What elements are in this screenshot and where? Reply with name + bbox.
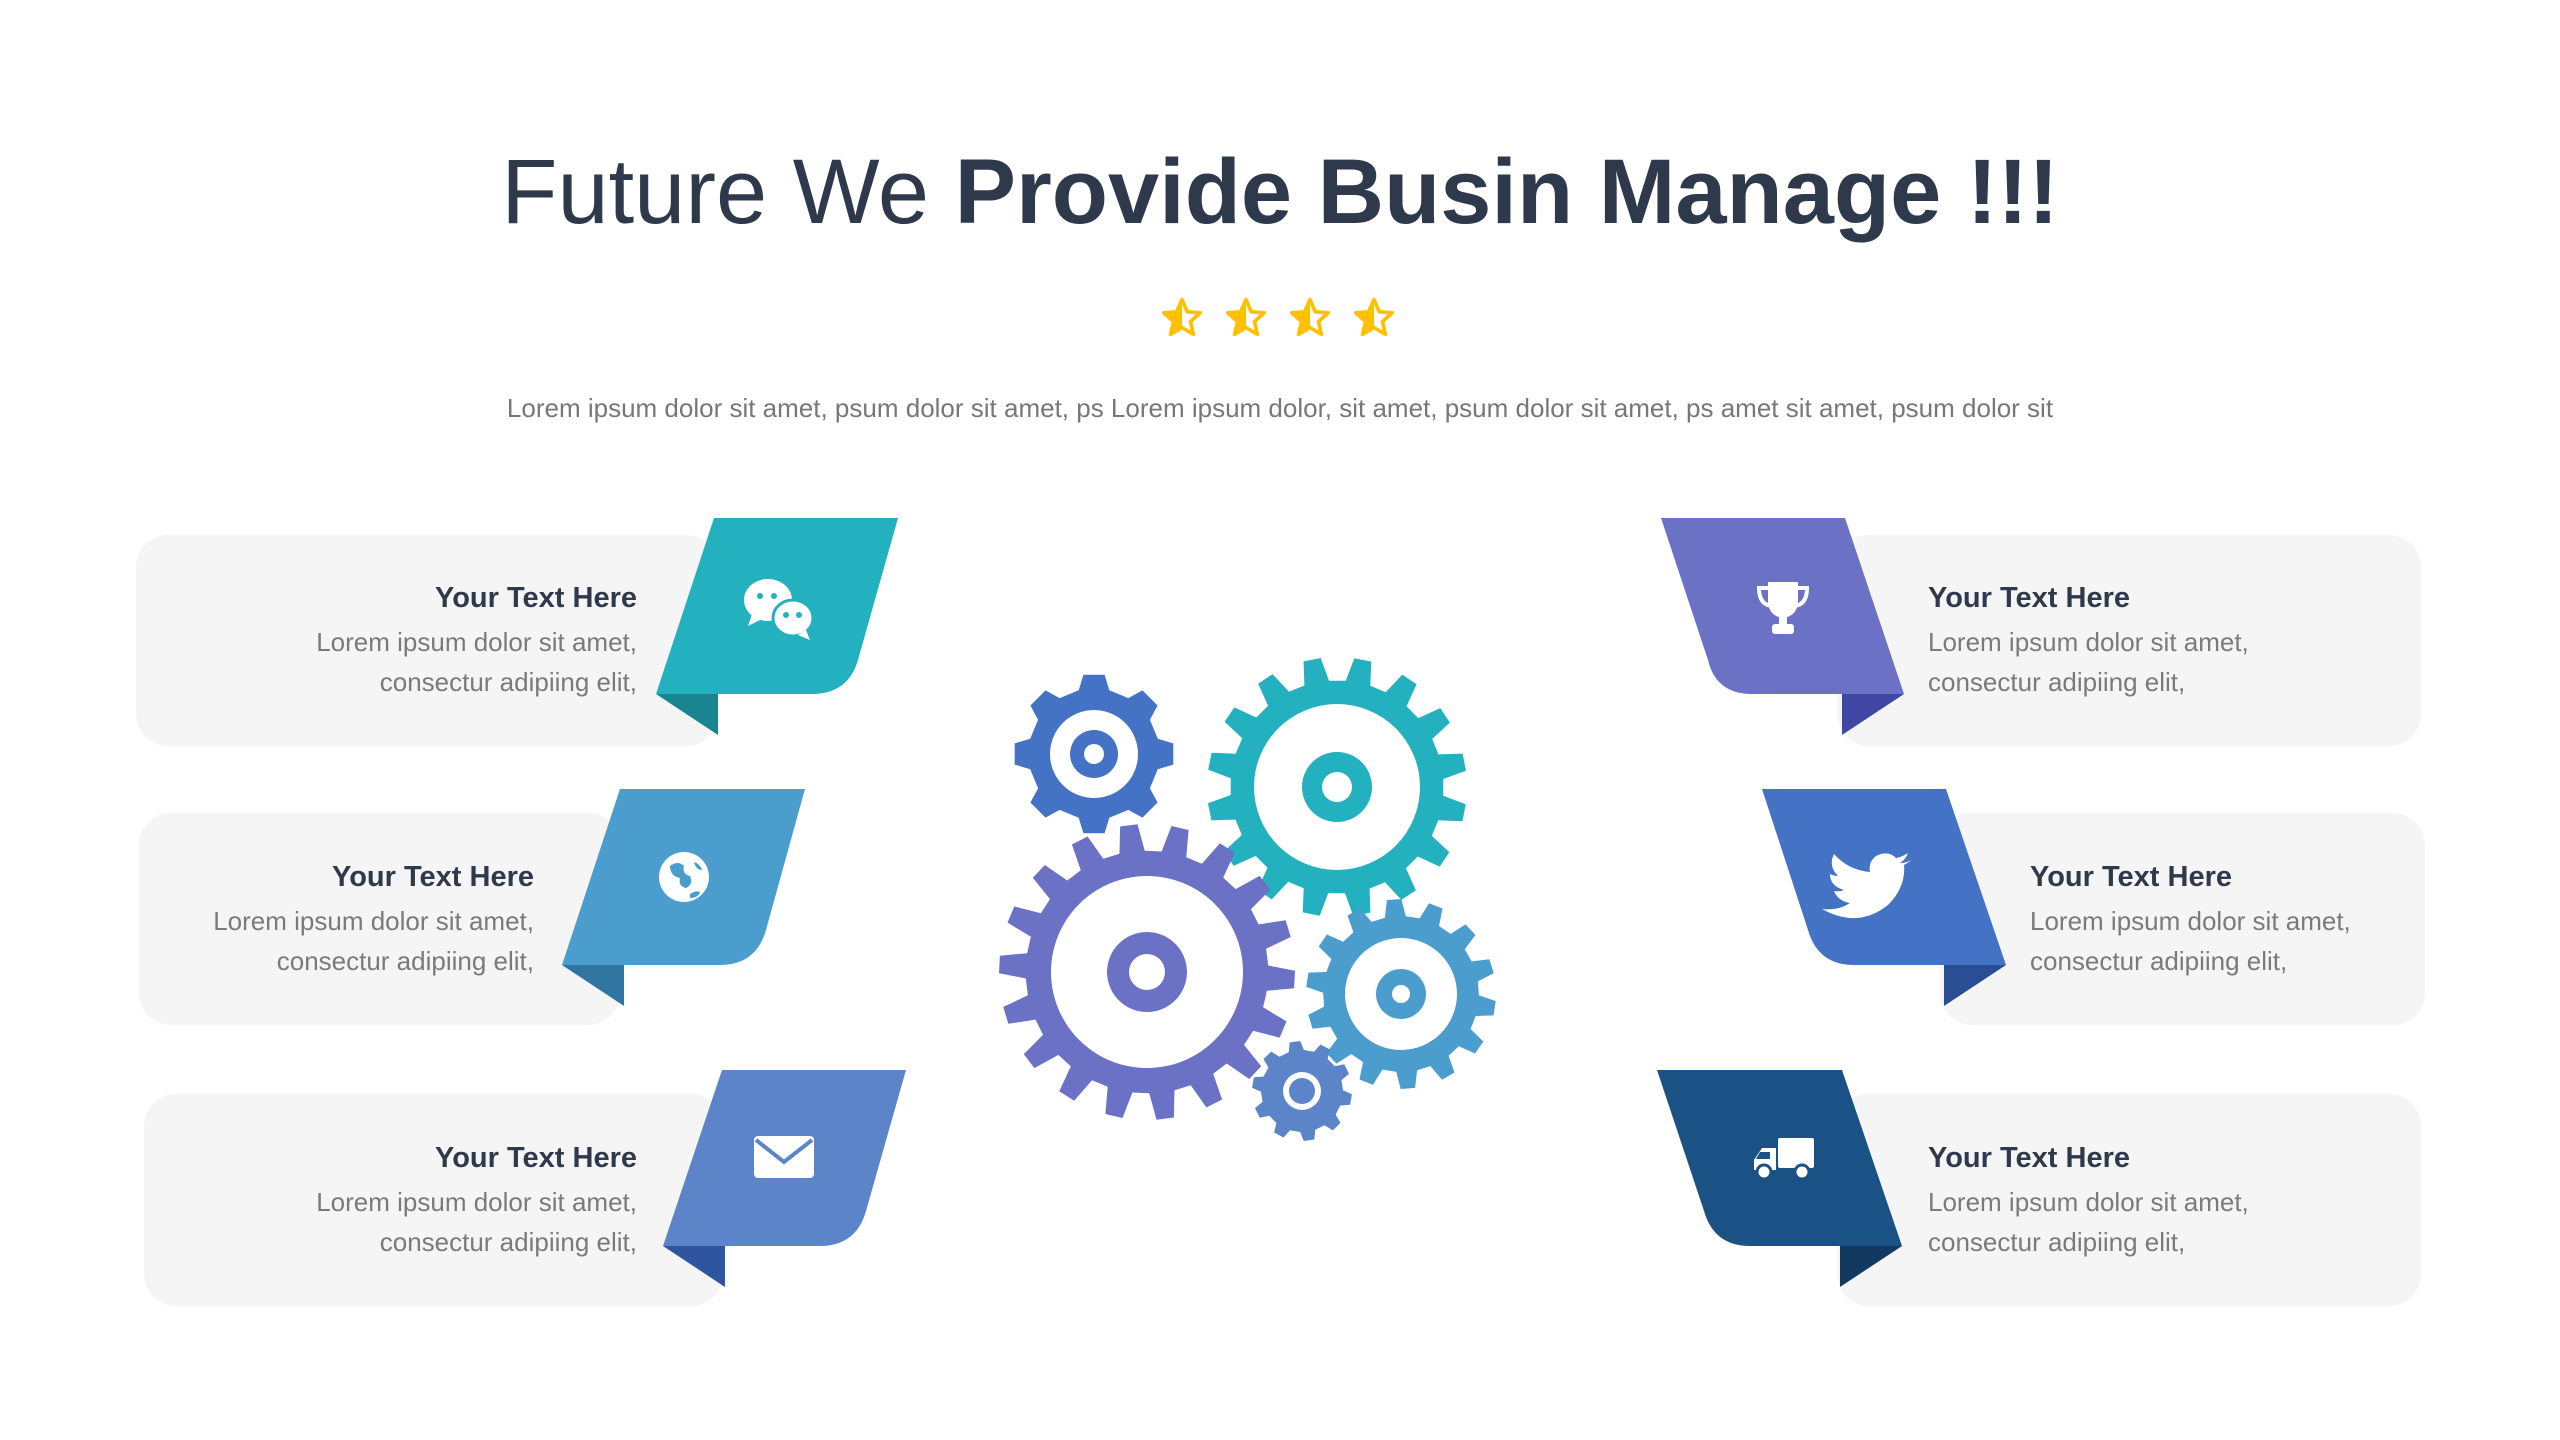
half-star-icon bbox=[1161, 297, 1203, 337]
item-body-line: Lorem ipsum dolor sit amet, bbox=[213, 906, 534, 936]
ribbon-fold bbox=[562, 965, 624, 1006]
gear-hole bbox=[1129, 954, 1165, 990]
item-title: Your Text Here bbox=[435, 1142, 637, 1174]
info-card-6 bbox=[1837, 1094, 2421, 1306]
item-body-line: consectur adipiing elit, bbox=[2030, 946, 2288, 976]
half-star-icon bbox=[1353, 297, 1395, 337]
ribbon-4 bbox=[1661, 518, 1904, 735]
ribbon-fold bbox=[1842, 694, 1904, 735]
ribbon-5 bbox=[1762, 789, 2006, 1006]
info-card-5 bbox=[1940, 813, 2425, 1025]
ribbon-2 bbox=[562, 789, 805, 1006]
gear-hole bbox=[1322, 772, 1352, 802]
gear-hub bbox=[1289, 1078, 1315, 1104]
gears-cluster bbox=[999, 658, 1496, 1141]
gear-icon bbox=[1208, 658, 1466, 916]
item-body-line: consectur adipiing elit, bbox=[379, 1227, 637, 1257]
gear-icon bbox=[1252, 1041, 1352, 1141]
ribbon-3 bbox=[663, 1070, 906, 1287]
ribbon-fold bbox=[1840, 1246, 1902, 1287]
subtitle: Lorem ipsum dolor sit amet, psum dolor s… bbox=[506, 393, 2054, 423]
info-card-2 bbox=[139, 813, 620, 1025]
item-title: Your Text Here bbox=[2030, 861, 2232, 893]
twitter-icon bbox=[1822, 853, 1912, 919]
item-body-line: consectur adipiing elit, bbox=[379, 667, 637, 697]
item-body-line: Lorem ipsum dolor sit amet, bbox=[316, 627, 637, 657]
item-body-line: consectur adipiing elit, bbox=[276, 946, 534, 976]
ribbon-fold bbox=[656, 694, 718, 735]
item-title: Your Text Here bbox=[332, 861, 534, 893]
info-card-1 bbox=[136, 535, 718, 746]
half-star-icon bbox=[1289, 297, 1331, 337]
item-body-line: consectur adipiing elit, bbox=[1928, 1227, 2186, 1257]
wechat-icon bbox=[744, 579, 815, 640]
gear-hole bbox=[1392, 985, 1410, 1003]
half-star-icon bbox=[1225, 297, 1267, 337]
ribbon-fold bbox=[663, 1246, 725, 1287]
page-title: Future We Provide Busin Manage !!! bbox=[501, 141, 2059, 243]
item-title: Your Text Here bbox=[1928, 1142, 2130, 1174]
ribbon-1 bbox=[656, 518, 898, 735]
info-card-4 bbox=[1837, 535, 2421, 746]
star-rating bbox=[1160, 296, 1400, 342]
item-title: Your Text Here bbox=[1928, 582, 2130, 614]
mail-icon bbox=[754, 1136, 814, 1178]
item-body-line: Lorem ipsum dolor sit amet, bbox=[1928, 627, 2249, 657]
item-body-line: Lorem ipsum dolor sit amet, bbox=[316, 1187, 637, 1217]
info-card-3 bbox=[144, 1094, 723, 1306]
gear-icon bbox=[999, 824, 1295, 1120]
ribbon-6 bbox=[1657, 1070, 1902, 1287]
item-body-line: consectur adipiing elit, bbox=[1928, 667, 2186, 697]
item-body-line: Lorem ipsum dolor sit amet, bbox=[1928, 1187, 2249, 1217]
gear-icon bbox=[1014, 674, 1174, 834]
ribbon-fold bbox=[1944, 965, 2006, 1006]
gear-icon bbox=[1306, 899, 1496, 1089]
trophy-icon bbox=[1756, 582, 1810, 634]
item-title: Your Text Here bbox=[435, 582, 637, 614]
gear-hole bbox=[1084, 744, 1104, 764]
item-body-line: Lorem ipsum dolor sit amet, bbox=[2030, 906, 2351, 936]
globe-icon bbox=[659, 852, 709, 902]
truck-icon bbox=[1754, 1138, 1814, 1181]
